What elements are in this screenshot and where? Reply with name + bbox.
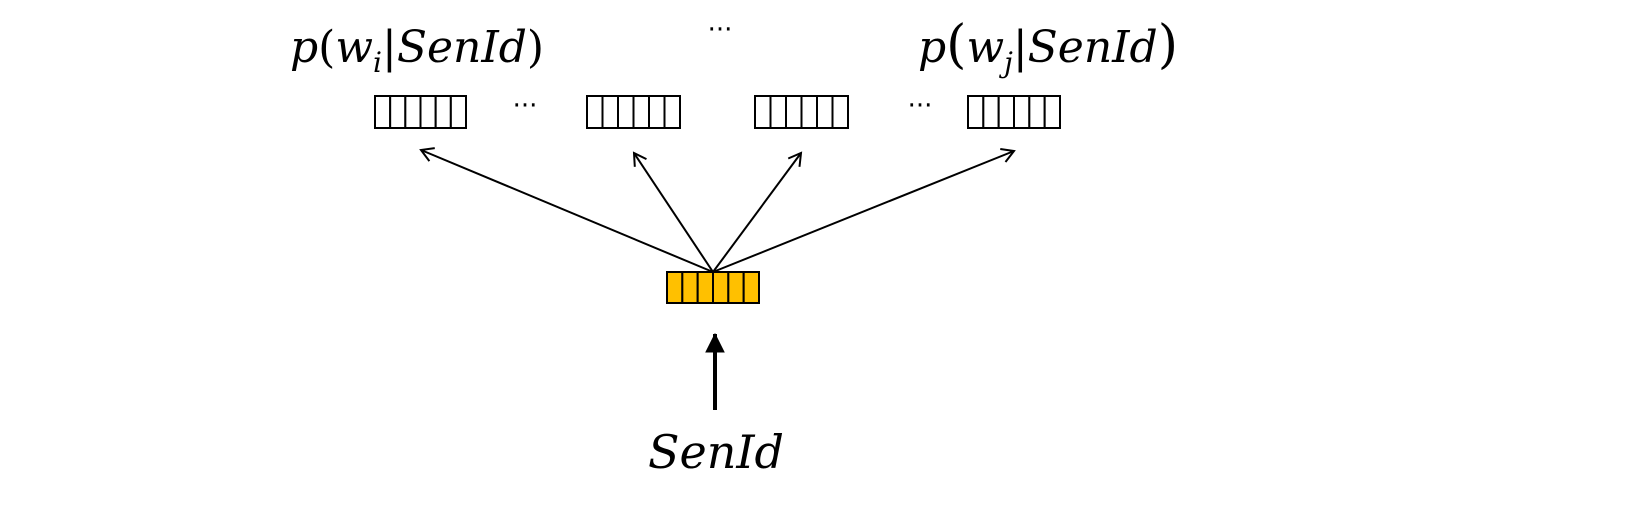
label-senid: SenId — [397, 22, 527, 73]
vector-cell — [696, 271, 715, 304]
arrow-to-output-2 — [632, 151, 714, 273]
label-p-wi-given-senid: p(wi|SenId) — [290, 22, 544, 79]
vector-cell — [800, 95, 818, 129]
vector-cell — [727, 271, 745, 304]
label-senid: SenId — [1028, 22, 1158, 73]
vector-cell — [404, 95, 422, 129]
vector-cell — [967, 95, 985, 129]
row-ellipsis-left: ··· — [513, 91, 538, 121]
top-ellipsis: ··· — [708, 15, 733, 45]
vector-cell — [816, 95, 834, 129]
vector-cell — [617, 95, 635, 129]
vector-cell — [1043, 95, 1061, 129]
input-label-senid: SenId — [648, 425, 784, 479]
vector-cell — [449, 95, 468, 129]
label-open-paren: ( — [946, 15, 966, 75]
output-vector-4 — [967, 95, 1061, 129]
vector-cell — [601, 95, 619, 129]
arrow-to-output-1 — [419, 147, 714, 273]
vector-cell — [831, 95, 849, 129]
output-vector-1 — [374, 95, 468, 129]
output-vector-2 — [586, 95, 681, 129]
vector-cell — [434, 95, 452, 129]
row-ellipsis-right: ··· — [908, 91, 933, 121]
vector-cell — [712, 271, 730, 304]
label-w: w — [966, 22, 1004, 73]
label-open-paren: ( — [318, 22, 335, 73]
vector-cell — [785, 95, 803, 129]
vector-cell — [632, 95, 650, 129]
vector-cell — [586, 95, 604, 129]
label-w: w — [335, 22, 373, 73]
label-bar: | — [1013, 22, 1028, 73]
arrow-to-output-4 — [712, 147, 1016, 273]
label-subscript-i: i — [373, 46, 382, 79]
vector-cell — [1013, 95, 1031, 129]
label-p-wj-given-senid: p(wj|SenId) — [918, 15, 1178, 79]
vector-cell — [754, 95, 772, 129]
vector-cell — [389, 95, 407, 129]
vector-cell — [769, 95, 787, 129]
vector-cell — [374, 95, 392, 129]
vector-cell — [648, 95, 666, 129]
label-close-paren: ) — [1158, 15, 1178, 75]
label-bar: | — [382, 22, 397, 73]
label-p: p — [918, 22, 946, 73]
vector-cell — [1028, 95, 1046, 129]
vector-cell — [997, 95, 1016, 129]
label-close-paren: ) — [527, 22, 544, 73]
vector-cell — [663, 95, 681, 129]
vector-cell — [666, 271, 684, 304]
vector-cell — [681, 271, 699, 304]
arrow-to-output-3 — [712, 151, 803, 273]
output-vector-3 — [754, 95, 849, 129]
vector-cell — [742, 271, 761, 304]
label-p: p — [290, 22, 318, 73]
vector-cell — [982, 95, 1000, 129]
sentence-vector — [666, 271, 761, 304]
vector-cell — [419, 95, 437, 129]
